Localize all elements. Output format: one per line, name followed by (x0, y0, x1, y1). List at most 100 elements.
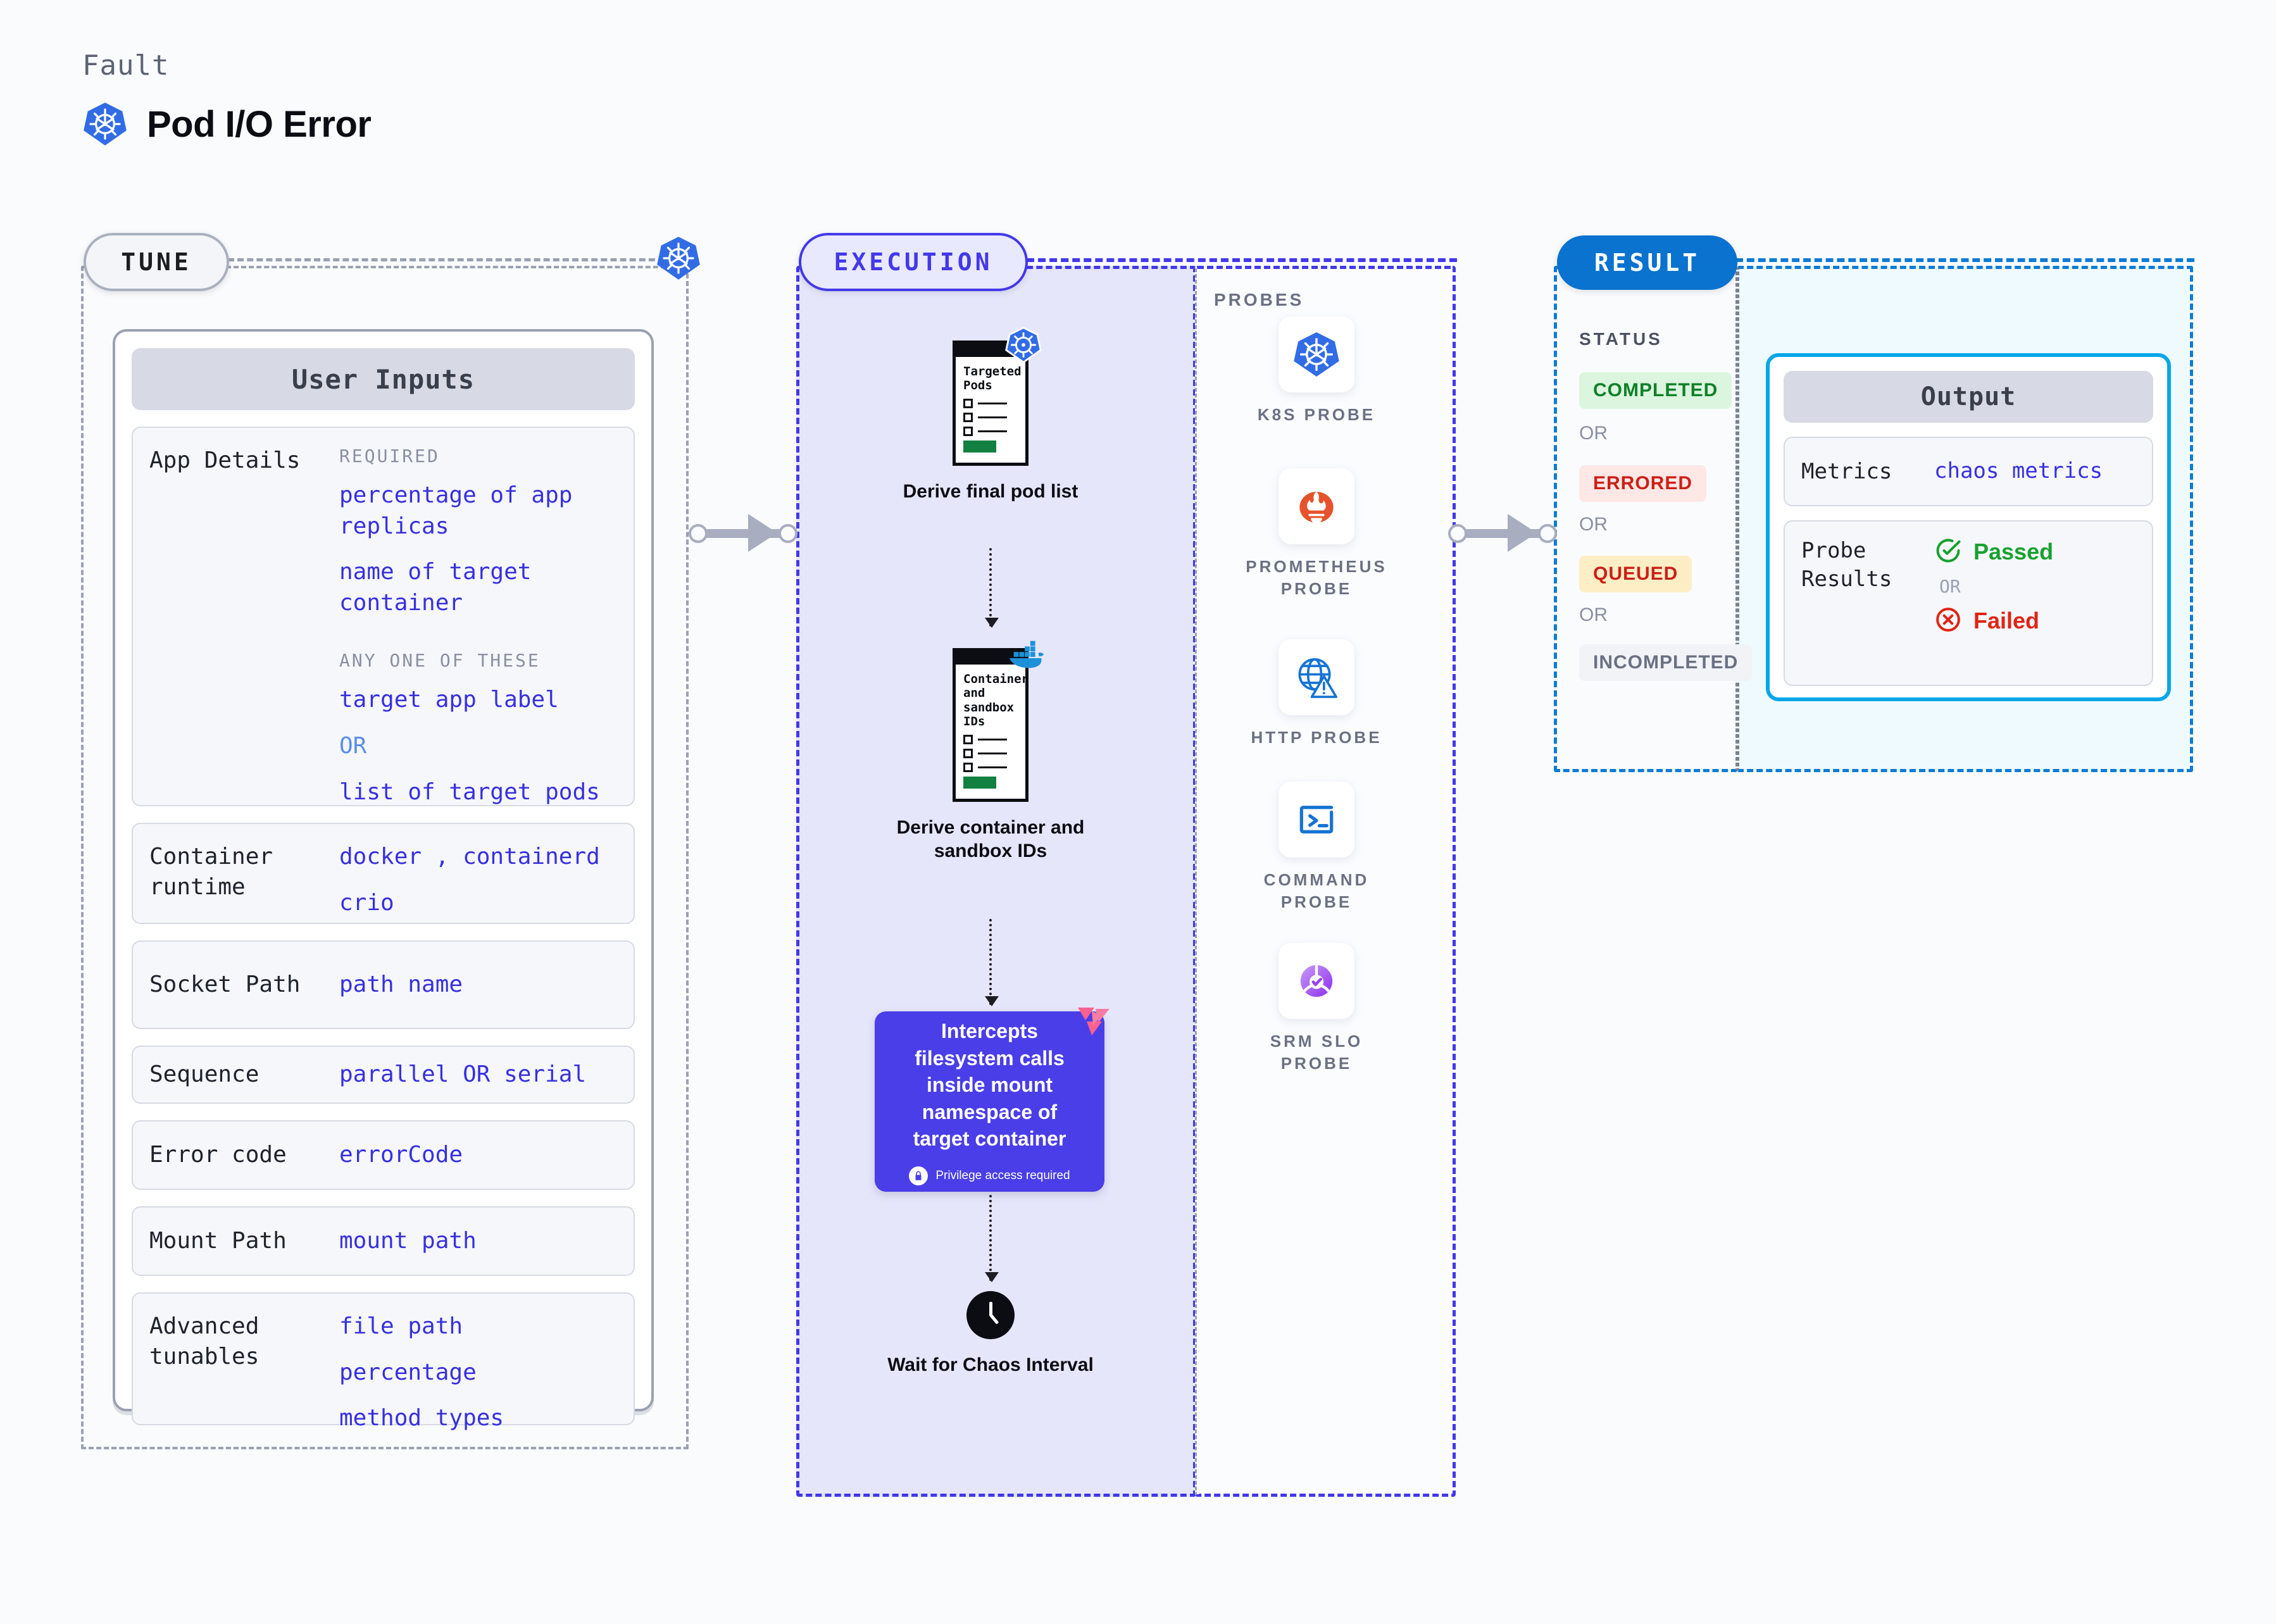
row-value: target app label (339, 687, 559, 713)
row-value: docker , containerd (339, 844, 600, 870)
checkbox-icon (963, 426, 973, 436)
litmus-chaos-icon (1073, 1006, 1112, 1042)
execution-panel-top-border (1027, 258, 1457, 262)
probe-label: PROMETHEUS PROBE (1246, 557, 1387, 599)
row-value: name of target container (339, 559, 532, 616)
row-value-or: OR (339, 732, 367, 759)
row-value: parallel OR serial (339, 1061, 587, 1087)
http-globe-warning-icon (1279, 639, 1354, 715)
row-label: Sequence (149, 1061, 259, 1088)
kubernetes-icon (1279, 316, 1354, 392)
list-line (978, 766, 1007, 768)
or-label: OR (1579, 604, 1608, 625)
probe-http[interactable]: HTTP PROBE (1241, 639, 1392, 749)
probe-label: SRM SLO PROBE (1270, 1032, 1363, 1073)
row-value: path name (339, 971, 463, 997)
checkbox-icon (963, 734, 973, 744)
connector-tune-to-execution (689, 514, 797, 552)
document-title: Targeted Pods (963, 365, 1022, 393)
checkbox-icon (963, 412, 973, 422)
probe-result-failed: Failed (1934, 606, 2135, 636)
status-badge-completed: COMPLETED (1579, 372, 1732, 409)
result-panel (1554, 266, 1737, 772)
status-title: STATUS (1579, 329, 1663, 349)
step-caption: Derive container and sandbox IDs (896, 816, 1085, 862)
list-item (963, 412, 1018, 422)
table-row: Sequence parallel OR serial (132, 1046, 635, 1104)
user-inputs-card: User Inputs App Details REQUIRED percent… (113, 329, 654, 1431)
table-row: Error code errorCode (132, 1120, 635, 1190)
probe-k8s[interactable]: K8S PROBE (1241, 316, 1392, 426)
status-badge-queued: QUEUED (1579, 556, 1692, 592)
execution-step-container-sandbox: Container and sandbox IDs Derive contain… (880, 640, 1101, 863)
srm-slo-icon (1279, 943, 1354, 1019)
kubernetes-icon (1005, 327, 1042, 364)
page-title-text: Pod I/O Error (147, 103, 372, 145)
connector-endpoint (689, 524, 708, 543)
probe-label: COMMAND PROBE (1263, 870, 1370, 912)
row-label: Container runtime (149, 844, 273, 900)
docker-icon (1008, 638, 1044, 675)
result-panel-top-border (1735, 258, 2194, 262)
row-label: Error code (149, 1142, 287, 1168)
stage-pill-execution[interactable]: EXECUTION (799, 233, 1028, 291)
row-value: percentage of app replicas (339, 482, 573, 539)
probe-label: K8S PROBE (1257, 405, 1376, 424)
table-row: Metrics chaos metrics (1784, 437, 2153, 506)
terminal-icon (1279, 782, 1354, 858)
flow-connector (985, 1195, 999, 1282)
prometheus-icon (1279, 468, 1354, 544)
checkbox-icon (963, 398, 973, 408)
execution-step-wait: Wait for Chaos Interval (880, 1291, 1101, 1377)
user-inputs-title: User Inputs (132, 348, 635, 410)
list-item (963, 734, 1018, 744)
row-kicker-anyone: ANY ONE OF THESE (339, 650, 541, 671)
row-value: list of target pods (339, 778, 600, 805)
kubernetes-icon (656, 235, 701, 281)
execution-step-targeted-pods: Targeted Pods Derive final pod list (880, 327, 1101, 503)
list-line (978, 416, 1007, 418)
row-value: crio (339, 889, 394, 916)
privilege-note-text: Privilege access required (935, 1168, 1070, 1182)
connector-probes-to-result (1448, 514, 1557, 552)
connector-endpoint (778, 524, 797, 543)
row-label: Metrics (1801, 458, 1892, 484)
table-row: Mount Path mount path (132, 1206, 635, 1276)
page-title: Pod I/O Error (82, 101, 372, 147)
targeted-pods-document: Targeted Pods (953, 327, 1042, 466)
fault-kicker: Fault (82, 49, 170, 82)
list-line (978, 738, 1007, 740)
probe-prometheus[interactable]: PROMETHEUS PROBE (1241, 468, 1392, 600)
check-circle-icon (1934, 537, 1962, 567)
passed-label: Passed (1973, 539, 2054, 565)
kubernetes-icon (82, 101, 128, 147)
stage-pill-tune[interactable]: TUNE (84, 233, 229, 291)
probe-result-passed: Passed (1934, 537, 2135, 567)
row-value: errorCode (339, 1141, 463, 1168)
tune-panel-top-border (228, 258, 665, 261)
row-label: Advanced tunables (149, 1313, 259, 1370)
privilege-note: Privilege access required (909, 1166, 1070, 1185)
table-row: Container runtime docker , containerd cr… (132, 823, 635, 924)
intercept-text: Intercepts filesystem calls inside mount… (913, 1020, 1066, 1151)
flow-connector (985, 919, 999, 1006)
probe-command[interactable]: COMMAND PROBE (1241, 782, 1392, 913)
table-row: Socket Path path name (132, 940, 635, 1029)
probe-srm-slo[interactable]: SRM SLO PROBE (1241, 943, 1392, 1075)
stage-pill-result[interactable]: RESULT (1557, 235, 1737, 290)
list-item (963, 426, 1018, 436)
output-card: Output Metrics chaos metrics Probe Resul… (1766, 353, 2171, 701)
or-label: OR (1579, 514, 1608, 535)
progress-bar (963, 776, 996, 789)
list-item (963, 398, 1018, 408)
progress-bar (963, 440, 996, 453)
row-value: mount path (339, 1227, 477, 1254)
document-title: Container and sandbox IDs (963, 672, 1029, 729)
row-value: file path (339, 1313, 463, 1339)
x-circle-icon (1934, 606, 1962, 636)
status-badge-errored: ERRORED (1579, 465, 1707, 502)
clock-icon (966, 1291, 1015, 1339)
checkbox-icon (963, 748, 973, 758)
row-label: App Details (149, 447, 301, 473)
row-label: Socket Path (149, 971, 301, 998)
